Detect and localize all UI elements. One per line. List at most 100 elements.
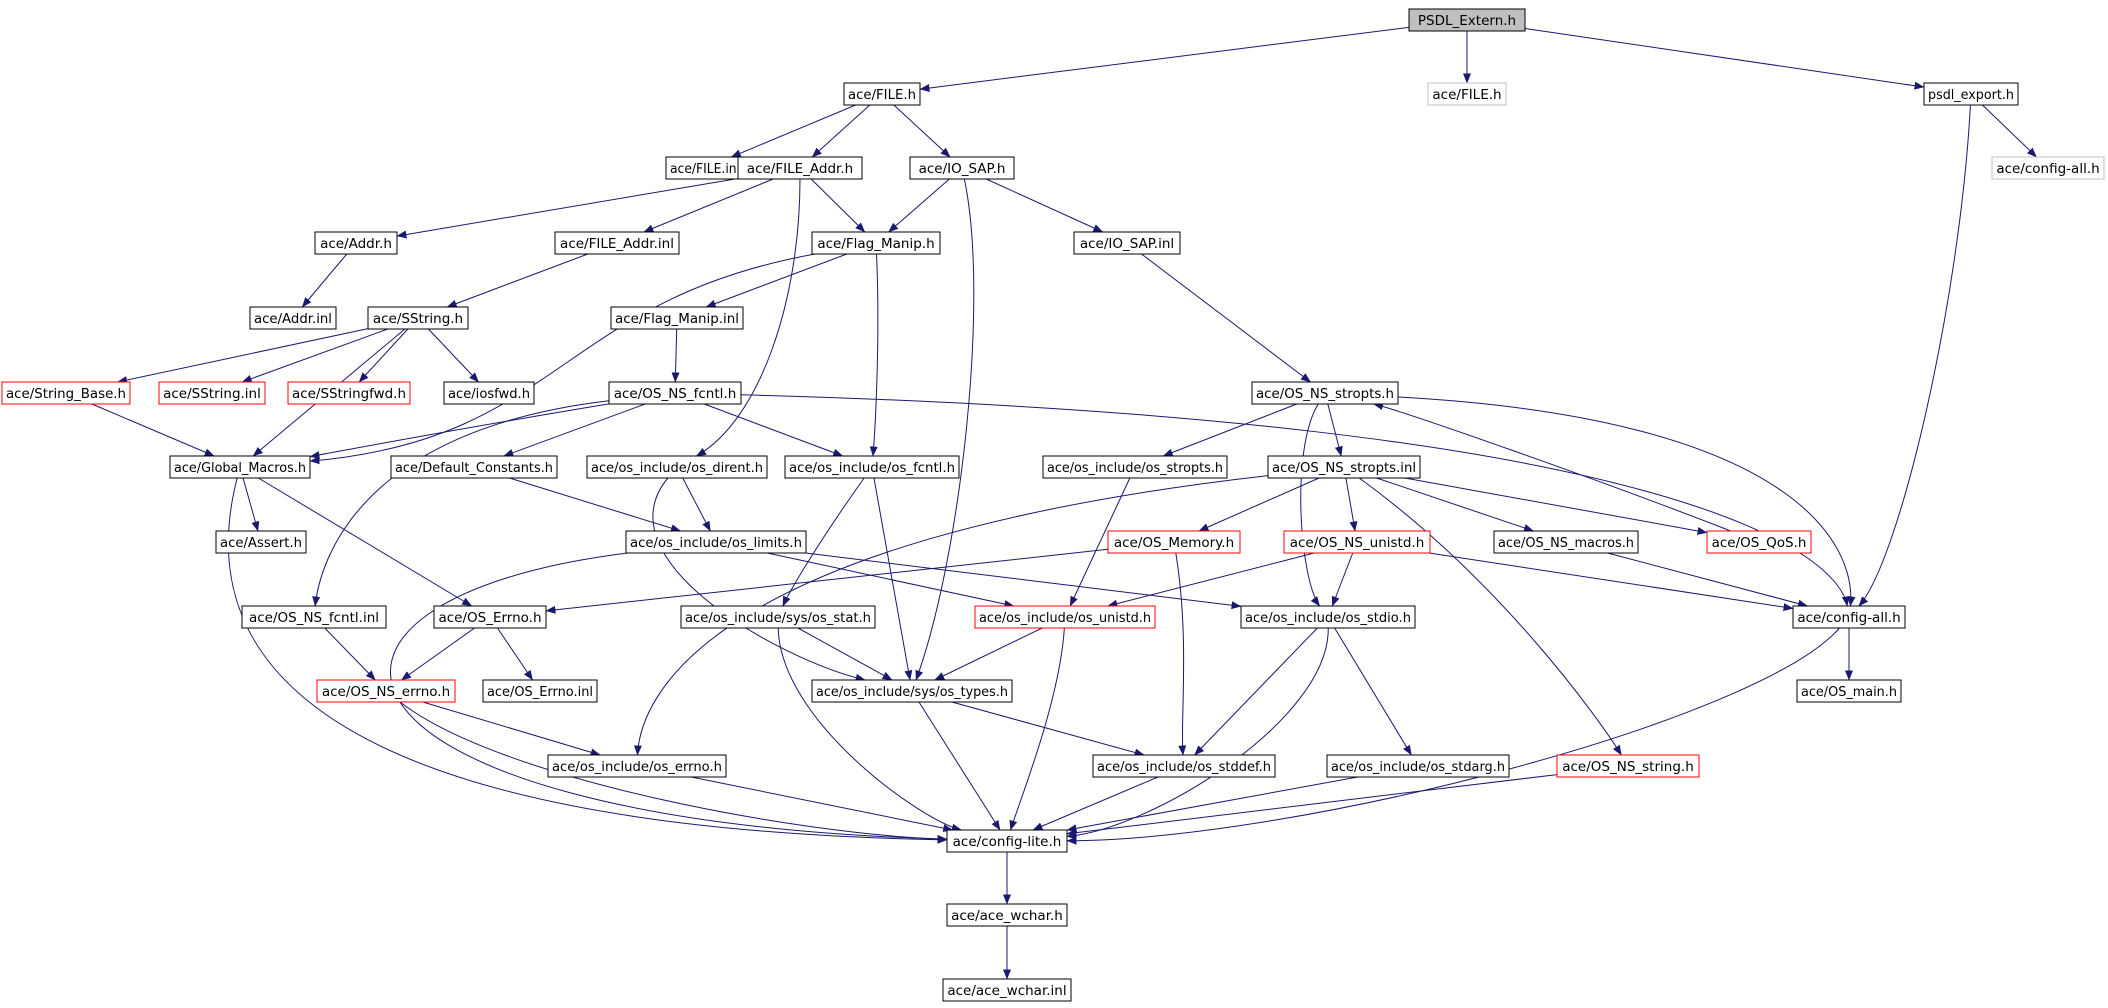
edge-ace_os_ns_unistd_h-to-ace_os_include_os_stdio_h — [1331, 552, 1354, 607]
node-ace_os_main_h[interactable]: ace/OS_main.h — [1796, 679, 1902, 703]
node-ace_flag_manip_h[interactable]: ace/Flag_Manip.h — [811, 231, 941, 255]
edge-ace_file_h-to-ace_file_addr_h — [811, 104, 871, 158]
node-box — [215, 530, 307, 554]
edge-ace_os_ns_stropts_h-to-ace_os_ns_stropts_inl — [1327, 403, 1343, 457]
node-label: ace/FILE_Addr.inl — [560, 236, 674, 252]
node-label: ace/SStringfwd.h — [292, 386, 406, 402]
node-box — [1923, 82, 2019, 106]
node-label: ace/os_include/os_errno.h — [552, 759, 722, 775]
node-label: ace/Assert.h — [220, 535, 302, 551]
node-ace_os_include_os_fcntl_h[interactable]: ace/os_include/os_fcntl.h — [784, 455, 960, 479]
node-label: ace/OS_Memory.h — [1114, 535, 1234, 551]
node-ace_ace_wchar_h[interactable]: ace/ace_wchar.h — [946, 903, 1068, 927]
node-box — [1556, 754, 1700, 778]
node-ace_os_ns_macros_h[interactable]: ace/OS_NS_macros.h — [1493, 530, 1639, 554]
node-box — [737, 156, 863, 180]
node-label: ace/config-lite.h — [953, 834, 1062, 850]
node-ace_ace_wchar_inl[interactable]: ace/ace_wchar.inl — [942, 978, 1072, 1002]
node-box — [843, 82, 921, 106]
node-ace_default_constants_h[interactable]: ace/Default_Constants.h — [390, 455, 558, 479]
edge-ace_os_ns_stropts_h-to-ace_os_include_os_stdio_h — [1300, 403, 1321, 607]
edge-ace_os_include_os_unistd_h-to-ace_config_lite_h — [1009, 627, 1065, 831]
edge-psdl_extern_h-to-ace_file_h — [919, 26, 1410, 92]
edge-ace_os_ns_macros_h-to-ace_config_all_h — [1607, 552, 1808, 608]
node-box — [942, 978, 1072, 1002]
node-ace_file_h[interactable]: ace/FILE.h — [843, 82, 921, 106]
node-psdl_extern_h[interactable]: PSDL_Extern.h — [1408, 8, 1526, 32]
node-label: ace/OS_NS_string.h — [1562, 759, 1694, 775]
node-ace_os_include_os_limits_h[interactable]: ace/os_include/os_limits.h — [625, 530, 807, 554]
edge-ace_os_ns_fcntl_h-to-ace_os_ns_fcntl_inl — [312, 400, 610, 607]
node-label: ace/os_include/sys/os_types.h — [816, 684, 1008, 700]
node-ace_file_addr_h[interactable]: ace/FILE_Addr.h — [737, 156, 863, 180]
dependency-edges — [91, 26, 2037, 980]
node-box — [1706, 530, 1812, 554]
edge-ace_file_addr_h-to-ace_addr_h — [396, 177, 739, 239]
edge-ace_os_include_os_fcntl_h-to-ace_os_include_sys_os_types_h — [873, 477, 913, 681]
node-ace_addr_h[interactable]: ace/Addr.h — [314, 231, 398, 255]
node-box — [482, 679, 598, 703]
node-ace_config_all_h[interactable]: ace/config-all.h — [1792, 605, 1906, 629]
node-label: ace/FILE.h — [1432, 87, 1501, 103]
node-box — [169, 455, 311, 479]
edge-ace_os_include_os_limits_h-to-ace_os_include_os_stdio_h — [805, 552, 1242, 610]
node-ace_os_memory_h[interactable]: ace/OS_Memory.h — [1107, 530, 1241, 554]
node-ace_os_include_os_stropts_h[interactable]: ace/os_include/os_stropts.h — [1042, 455, 1228, 479]
edge-ace_flag_manip_h-to-ace_flag_manip_inl — [705, 253, 847, 308]
node-box — [1092, 754, 1276, 778]
node-label: ace/os_include/sys/os_stat.h — [685, 610, 871, 626]
edge-ace_flag_manip_h-to-ace_os_include_os_fcntl_h — [869, 253, 879, 457]
edge-ace_os_ns_unistd_h-to-ace_os_include_os_unistd_h — [1107, 552, 1315, 608]
node-ace_os_ns_fcntl_inl[interactable]: ace/OS_NS_fcntl.inl — [241, 605, 387, 629]
node-ace_io_sap_h[interactable]: ace/IO_SAP.h — [909, 156, 1015, 180]
node-ace_os_include_os_stdio_h[interactable]: ace/os_include/os_stdio.h — [1240, 605, 1416, 629]
node-ace_flag_manip_inl[interactable]: ace/Flag_Manip.inl — [610, 306, 744, 330]
node-ace_os_errno_inl[interactable]: ace/OS_Errno.inl — [482, 679, 598, 703]
node-ace_os_include_sys_os_types_h[interactable]: ace/os_include/sys/os_types.h — [811, 679, 1013, 703]
node-label: ace/iosfwd.h — [448, 386, 530, 402]
edge-ace_os_include_os_dirent_h-to-ace_os_include_os_limits_h — [682, 477, 711, 532]
node-psdl_export_h[interactable]: psdl_export.h — [1923, 82, 2019, 106]
node-box — [586, 455, 768, 479]
node-ace_os_include_os_unistd_h[interactable]: ace/os_include/os_unistd.h — [974, 605, 1156, 629]
edge-ace_os_qos_h-to-ace_os_ns_stropts_h — [1373, 402, 1731, 532]
node-ace_os_ns_stropts_inl[interactable]: ace/OS_NS_stropts.inl — [1267, 455, 1421, 479]
edge-ace_global_macros_h-to-ace_assert_h — [242, 477, 260, 532]
edge-ace_io_sap_h-to-ace_os_include_sys_os_types_h — [915, 178, 975, 681]
node-box — [610, 306, 744, 330]
edge-ace_os_ns_errno_h-to-ace_config_lite_h — [399, 701, 948, 843]
node-ace_os_errno_h[interactable]: ace/OS_Errno.h — [433, 605, 547, 629]
node-ace_file_inl[interactable]: ace/FILE.inl — [665, 156, 745, 180]
node-ace_assert_h[interactable]: ace/Assert.h — [215, 530, 307, 554]
node-ace_iosfwd_h[interactable]: ace/iosfwd.h — [443, 381, 535, 405]
node-ace_os_include_os_stdarg_h[interactable]: ace/os_include/os_stdarg.h — [1326, 754, 1510, 778]
edge-ace_flag_manip_h-to-ace_global_macros_h — [309, 253, 816, 465]
node-label: ace/os_include/os_dirent.h — [591, 460, 763, 476]
node-ace_os_include_os_stddef_h[interactable]: ace/os_include/os_stddef.h — [1092, 754, 1276, 778]
node-box — [287, 381, 411, 405]
edge-ace_default_constants_h-to-ace_os_include_os_limits_h — [509, 477, 681, 533]
edge-ace_os_memory_h-to-ace_os_errno_h — [545, 548, 1109, 614]
node-ace_os_ns_fcntl_h[interactable]: ace/OS_NS_fcntl.h — [608, 381, 742, 405]
node-ace_sstring_inl[interactable]: ace/SString.inl — [158, 381, 266, 405]
node-ace_os_ns_string_h[interactable]: ace/OS_NS_string.h — [1556, 754, 1700, 778]
node-ace_os_ns_unistd_h[interactable]: ace/OS_NS_unistd.h — [1283, 530, 1431, 554]
node-ace_os_include_os_errno_h[interactable]: ace/os_include/os_errno.h — [547, 754, 727, 778]
node-ace_os_include_sys_os_stat_h[interactable]: ace/os_include/sys/os_stat.h — [680, 605, 876, 629]
node-ace_os_ns_errno_h[interactable]: ace/OS_NS_errno.h — [316, 679, 456, 703]
node-ace_os_include_os_dirent_h[interactable]: ace/os_include/os_dirent.h — [586, 455, 768, 479]
node-ace_global_macros_h[interactable]: ace/Global_Macros.h — [169, 455, 311, 479]
node-ace_sstringfwd_h[interactable]: ace/SStringfwd.h — [287, 381, 411, 405]
node-ace_file_addr_inl[interactable]: ace/FILE_Addr.inl — [554, 231, 680, 255]
node-label: ace/os_include/os_fcntl.h — [789, 460, 955, 476]
node-label: ace/FILE_Addr.h — [747, 161, 853, 177]
node-ace_os_qos_h[interactable]: ace/OS_QoS.h — [1706, 530, 1812, 554]
node-ace_addr_inl[interactable]: ace/Addr.inl — [249, 306, 337, 330]
node-ace_os_ns_stropts_h[interactable]: ace/OS_NS_stropts.h — [1251, 381, 1399, 405]
node-ace_io_sap_inl[interactable]: ace/IO_SAP.inl — [1073, 231, 1181, 255]
node-ace_sstring_h[interactable]: ace/SString.h — [367, 306, 469, 330]
node-box — [1792, 605, 1906, 629]
node-ace_file_h_ext: ace/FILE.h — [1427, 82, 1507, 106]
node-ace_config_lite_h[interactable]: ace/config-lite.h — [946, 829, 1068, 853]
node-ace_string_base_h[interactable]: ace/String_Base.h — [1, 381, 131, 405]
